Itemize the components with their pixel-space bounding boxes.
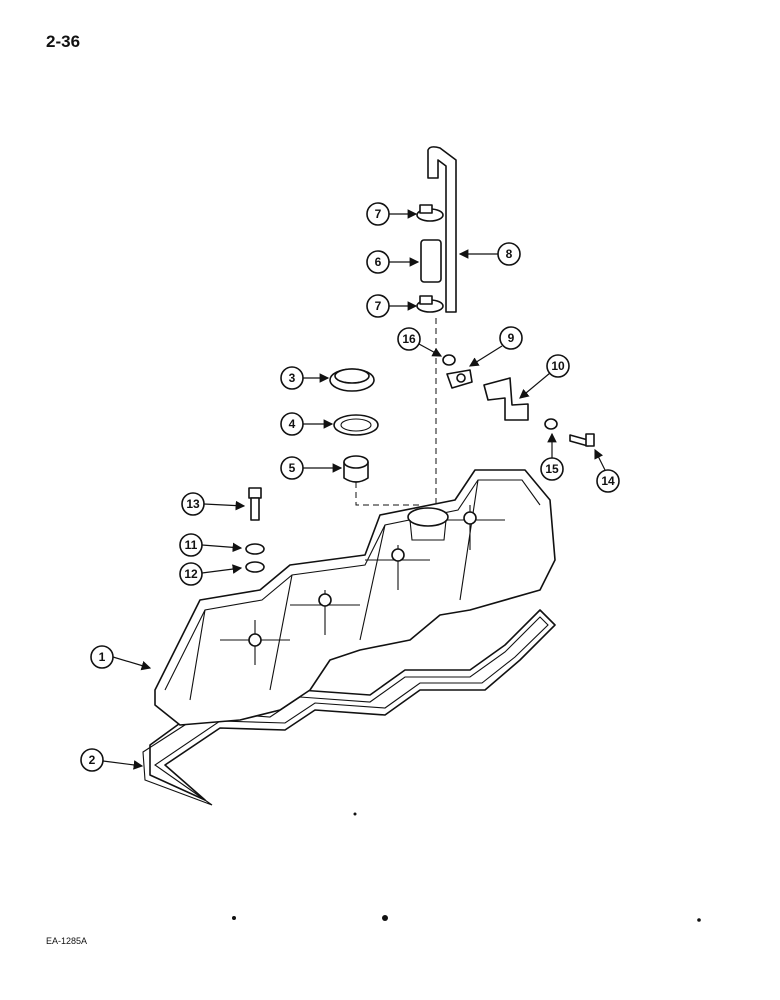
- callout-3: 3: [280, 366, 330, 390]
- cover-bolt-drawing: [248, 487, 262, 521]
- callout-12-label: 12: [184, 567, 198, 581]
- callout-10-label: 10: [551, 359, 565, 373]
- washer-drawing: [245, 543, 265, 555]
- breather-tube-drawing: [427, 146, 457, 313]
- bracket-drawing: [483, 377, 529, 421]
- callout-15-label: 15: [545, 462, 559, 476]
- callout-1: 1: [90, 645, 152, 671]
- callout-8-label: 8: [506, 247, 513, 261]
- callout-14: 14: [594, 448, 620, 493]
- bracket-washer-drawing: [544, 418, 558, 430]
- callout-9-label: 9: [508, 331, 515, 345]
- callout-16-label: 16: [402, 332, 416, 346]
- callout-5: 5: [280, 456, 343, 480]
- callout-2: 2: [80, 748, 144, 772]
- seal-washer-drawing: [245, 561, 265, 573]
- callout-11: 11: [179, 533, 243, 557]
- tube-clip-drawing: [446, 369, 473, 389]
- callout-7-top: 7: [366, 202, 418, 226]
- gasket-drawing: [142, 609, 556, 806]
- callout-13-label: 13: [186, 497, 200, 511]
- hose-drawing: [420, 239, 442, 283]
- callout-8: 8: [458, 242, 521, 266]
- callout-6-label: 6: [375, 255, 382, 269]
- seal-ring-drawing: [333, 414, 379, 436]
- hose-clamp-drawings: [416, 204, 444, 313]
- callout-2-label: 2: [89, 753, 96, 767]
- page-number: 2-36: [46, 32, 81, 51]
- callout-13: 13: [181, 492, 246, 516]
- callout-7-bottom: 7: [366, 294, 418, 318]
- callout-16: 16: [397, 327, 443, 357]
- callout-4: 4: [280, 412, 334, 436]
- callout-7-top-label: 7: [375, 207, 382, 221]
- figure-code: EA-1285A: [46, 936, 88, 946]
- callout-1-label: 1: [99, 650, 106, 664]
- bracket-bolt-drawing: [569, 433, 595, 447]
- callout-10: 10: [519, 354, 570, 399]
- callout-9: 9: [468, 326, 523, 367]
- breather-filter-drawing: [343, 455, 369, 483]
- callout-11-label: 11: [185, 538, 198, 552]
- callout-5-label: 5: [289, 461, 296, 475]
- callout-7-bottom-label: 7: [375, 299, 382, 313]
- callout-15: 15: [540, 432, 564, 481]
- filler-cap-drawing: [329, 368, 375, 392]
- callout-4-label: 4: [289, 417, 296, 431]
- clip-nut-drawing: [442, 354, 456, 366]
- callout-14-label: 14: [601, 474, 615, 488]
- callout-6: 6: [366, 250, 420, 274]
- callout-12: 12: [179, 562, 243, 586]
- callout-3-label: 3: [289, 371, 296, 385]
- valve-cover-drawing: [154, 469, 556, 726]
